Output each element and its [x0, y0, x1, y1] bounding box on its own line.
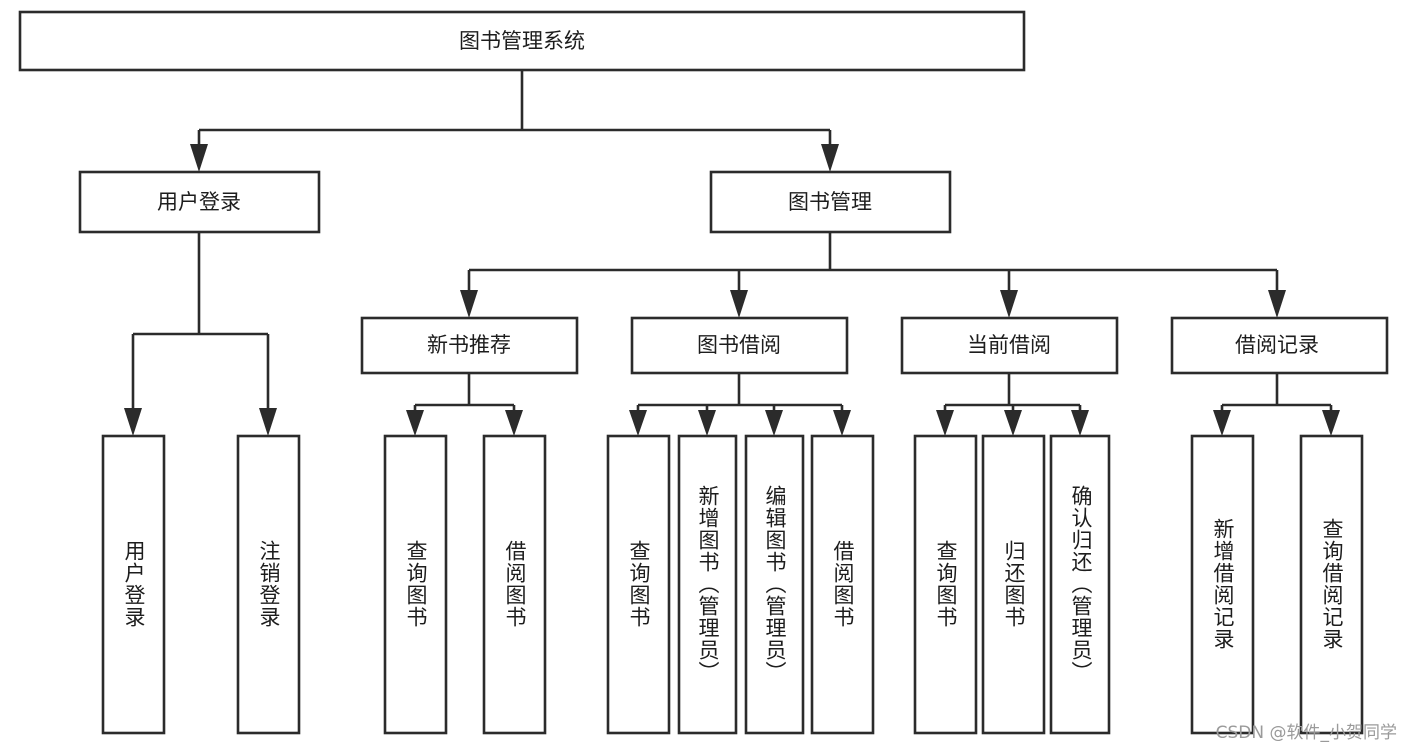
- arrowhead-leaf-user-logout: [259, 408, 277, 436]
- node-leaf-query-record[interactable]: 查询借阅记录: [1299, 434, 1364, 735]
- node-new-book-rec-box[interactable]: [360, 316, 579, 375]
- node-leaf-add-record-label: 新增借阅记录: [1211, 518, 1235, 650]
- node-leaf-borrow-book-1[interactable]: 借阅图书: [482, 434, 547, 735]
- arrowhead-user-login: [190, 144, 208, 172]
- node-root-label: 图书管理系统: [459, 29, 585, 53]
- node-borrow-record-label: 借阅记录: [1235, 333, 1319, 357]
- arrowhead-leaf-add-record: [1213, 410, 1231, 436]
- arrowhead-leaf-confirm-return: [1071, 410, 1089, 436]
- node-leaf-add-book-box[interactable]: [677, 434, 738, 735]
- node-leaf-confirm-return-label: 确认归还（管理员）: [1069, 485, 1093, 683]
- node-leaf-user-login[interactable]: 用户登录: [101, 434, 166, 735]
- node-current-borrow-box[interactable]: [900, 316, 1119, 375]
- node-leaf-query-book-3-label: 查询图书: [934, 540, 958, 628]
- node-leaf-add-book-label: 新增图书（管理员）: [696, 485, 720, 683]
- node-leaf-query-book-2[interactable]: 查询图书: [606, 434, 671, 735]
- arrowhead-leaf-query-record: [1322, 410, 1340, 436]
- node-leaf-user-login-label: 用户登录: [122, 540, 146, 628]
- node-leaf-confirm-return[interactable]: 确认归还（管理员）: [1049, 434, 1111, 735]
- arrowhead-current-borrow: [1000, 290, 1018, 318]
- node-root[interactable]: 图书管理系统: [18, 10, 1026, 72]
- node-leaf-edit-book-label: 编辑图书（管理员）: [763, 485, 787, 683]
- node-leaf-borrow-book-1-box[interactable]: [482, 434, 547, 735]
- node-leaf-user-logout[interactable]: 注销登录: [236, 434, 301, 735]
- node-leaf-return-book-box[interactable]: [981, 434, 1046, 735]
- node-user-login-box[interactable]: [78, 170, 321, 234]
- arrowhead-leaf-query-book-2: [629, 410, 647, 436]
- node-book-manage[interactable]: 图书管理: [709, 170, 952, 234]
- node-leaf-edit-book[interactable]: 编辑图书（管理员）: [744, 434, 805, 735]
- node-current-borrow-label: 当前借阅: [967, 333, 1051, 357]
- node-leaf-add-book[interactable]: 新增图书（管理员）: [677, 434, 738, 735]
- node-leaf-return-book-label: 归还图书: [1002, 540, 1026, 628]
- node-leaf-confirm-return-box[interactable]: [1049, 434, 1111, 735]
- node-book-manage-label: 图书管理: [788, 190, 872, 214]
- node-borrow-record[interactable]: 借阅记录: [1170, 316, 1389, 375]
- node-leaf-query-record-box[interactable]: [1299, 434, 1364, 735]
- node-leaf-query-book-2-box[interactable]: [606, 434, 671, 735]
- arrowhead-leaf-return-book: [1004, 410, 1022, 436]
- node-leaf-query-record-label: 查询借阅记录: [1320, 518, 1344, 650]
- arrowhead-leaf-query-book-3: [936, 410, 954, 436]
- node-new-book-rec-label: 新书推荐: [427, 333, 511, 357]
- node-book-borrow[interactable]: 图书借阅: [630, 316, 849, 375]
- node-leaf-borrow-book-2[interactable]: 借阅图书: [810, 434, 875, 735]
- node-leaf-user-logout-label: 注销登录: [257, 540, 281, 628]
- arrowhead-leaf-query-book-1: [406, 410, 424, 436]
- node-borrow-record-box[interactable]: [1170, 316, 1389, 375]
- node-book-borrow-box[interactable]: [630, 316, 849, 375]
- node-book-borrow-label: 图书借阅: [697, 333, 781, 357]
- node-leaf-edit-book-box[interactable]: [744, 434, 805, 735]
- node-leaf-query-book-1-box[interactable]: [383, 434, 448, 735]
- node-root-box[interactable]: [18, 10, 1026, 72]
- node-leaf-user-login-box[interactable]: [101, 434, 166, 735]
- node-user-login-label: 用户登录: [157, 190, 241, 214]
- node-user-login[interactable]: 用户登录: [78, 170, 321, 234]
- node-leaf-borrow-book-2-box[interactable]: [810, 434, 875, 735]
- arrowhead-leaf-user-login: [124, 408, 142, 436]
- node-leaf-query-book-1-label: 查询图书: [404, 540, 428, 628]
- node-leaf-add-record[interactable]: 新增借阅记录: [1190, 434, 1255, 735]
- node-current-borrow[interactable]: 当前借阅: [900, 316, 1119, 375]
- arrowhead-leaf-borrow-book-2: [833, 410, 851, 436]
- arrowhead-leaf-add-book: [698, 410, 716, 436]
- node-leaf-add-record-box[interactable]: [1190, 434, 1255, 735]
- arrowhead-borrow-record: [1268, 290, 1286, 318]
- connector-layer: [124, 70, 1340, 436]
- node-leaf-query-book-2-label: 查询图书: [627, 540, 651, 628]
- arrowhead-book-manage: [821, 144, 839, 172]
- node-leaf-user-logout-box[interactable]: [236, 434, 301, 735]
- arrowhead-book-borrow: [730, 290, 748, 318]
- node-new-book-rec[interactable]: 新书推荐: [360, 316, 579, 375]
- arrowhead-new-book-rec: [460, 290, 478, 318]
- arrowhead-leaf-edit-book: [765, 410, 783, 436]
- node-leaf-return-book[interactable]: 归还图书: [981, 434, 1046, 735]
- node-leaf-query-book-3-box[interactable]: [913, 434, 978, 735]
- node-book-manage-box[interactable]: [709, 170, 952, 234]
- node-leaf-query-book-3[interactable]: 查询图书: [913, 434, 978, 735]
- arrowhead-leaf-borrow-book-1: [505, 410, 523, 436]
- node-leaf-query-book-1[interactable]: 查询图书: [383, 434, 448, 735]
- node-leaf-borrow-book-1-label: 借阅图书: [503, 540, 527, 628]
- node-leaf-borrow-book-2-label: 借阅图书: [831, 540, 855, 628]
